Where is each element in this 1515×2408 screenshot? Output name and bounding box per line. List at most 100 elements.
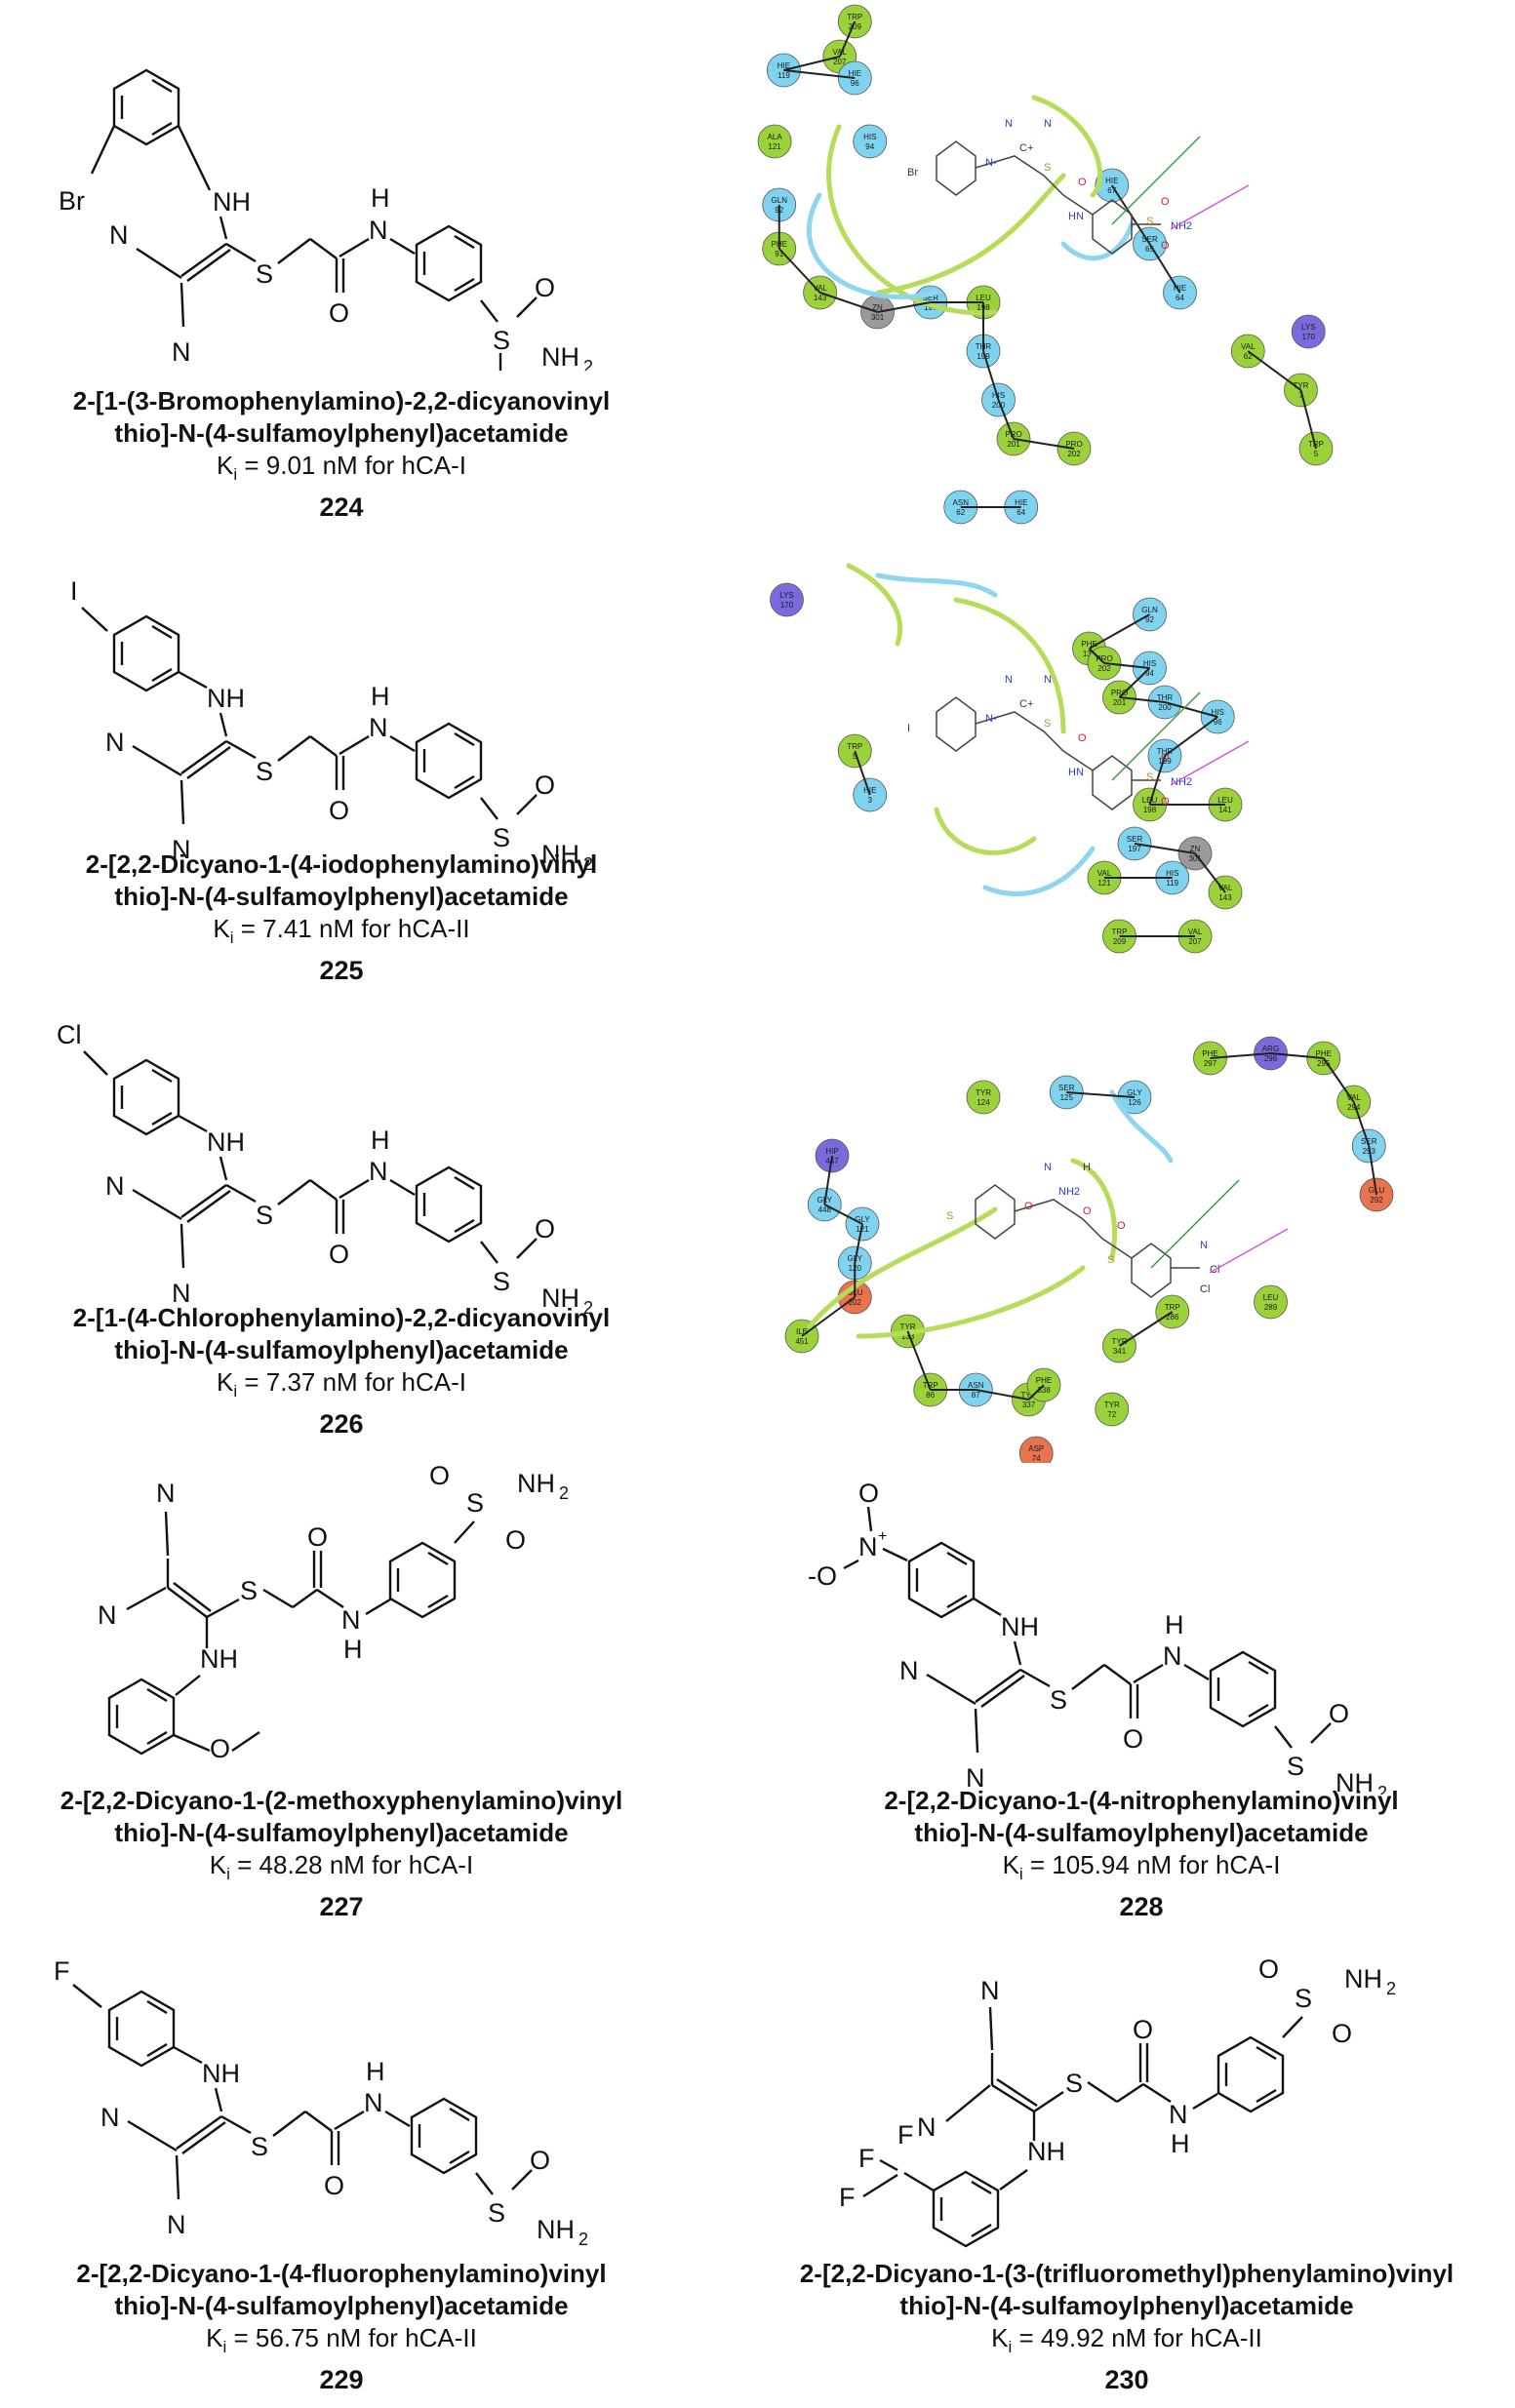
residue-number: 292 xyxy=(1370,1196,1383,1204)
ligand-atom-label: S xyxy=(1107,1254,1114,1266)
residue-name: TYR xyxy=(900,1322,916,1331)
backbone-link xyxy=(1299,389,1317,450)
svg-text:N: N xyxy=(156,1479,176,1508)
backbone-link xyxy=(997,399,1015,440)
pocket-outline xyxy=(826,95,1102,316)
compound-name: 2-[2,2-Dicyano-1-(4-nitrophenylamino)vin… xyxy=(884,1786,1399,1815)
compound-panel-227: N N S O N H S NH 2 O O NH O 2-[2,2-Dicya… xyxy=(0,1463,683,1941)
backbone-link xyxy=(1066,1091,1136,1098)
svg-text:O: O xyxy=(530,2146,550,2175)
ligand-atom-label: O xyxy=(1161,752,1170,764)
residue-number: 201 xyxy=(1113,698,1127,707)
residue-name: PRO xyxy=(1005,430,1021,439)
backbone-link xyxy=(1194,852,1226,893)
residue-number: 297 xyxy=(1204,1059,1217,1068)
residue-name: GLY xyxy=(855,1215,870,1224)
backbone-link xyxy=(1119,696,1166,703)
residue-number: 200 xyxy=(1158,703,1172,712)
ligand-chain xyxy=(1014,1199,1133,1259)
svg-text:N: N xyxy=(172,835,191,864)
ligand-ring xyxy=(1131,1243,1172,1298)
residue-number: 301 xyxy=(1188,854,1202,863)
residue-number: 199 xyxy=(1158,757,1172,766)
residue-name: VAL xyxy=(1241,342,1256,351)
ligand-atom-label: N- xyxy=(985,713,997,725)
svg-text:N: N xyxy=(369,1157,388,1186)
svg-text:S: S xyxy=(1050,1685,1067,1715)
residue-name: LYS xyxy=(1301,323,1316,332)
residue-name: LEU xyxy=(976,294,991,302)
residue-name: ASN xyxy=(953,498,970,507)
backbone-link xyxy=(823,1204,863,1225)
svg-text:2: 2 xyxy=(583,1298,593,1318)
structure-227: N N S O N H S NH 2 O O NH O xyxy=(98,1463,569,1763)
ligand-ring xyxy=(1092,199,1133,255)
backbone-link xyxy=(1103,662,1150,669)
svg-text:F: F xyxy=(858,2144,875,2173)
svg-text:H: H xyxy=(371,1125,390,1155)
residue-number: 286 xyxy=(1166,1313,1179,1322)
svg-text:NH: NH xyxy=(207,684,245,713)
structure-229: F NH N N S O H N S O NH 2 xyxy=(54,1956,588,2249)
compound-name: thio]-N-(4-sulfamoylphenyl)acetamide xyxy=(114,1818,569,1847)
svg-text:NH: NH xyxy=(1027,2137,1065,2166)
ligand-atom-label: O xyxy=(1161,796,1170,808)
residue-name: THR xyxy=(1157,747,1174,756)
svg-text:NH: NH xyxy=(200,1644,238,1674)
ligand-atom-label: S xyxy=(1146,216,1153,227)
backbone-link xyxy=(1164,701,1218,718)
residue-number: 296 xyxy=(1264,1054,1278,1063)
svg-text:O: O xyxy=(1123,1724,1143,1754)
residue-name: PRO xyxy=(1065,440,1082,449)
residue-name: TRP xyxy=(1112,928,1128,936)
residue-name: LEU xyxy=(1263,1293,1279,1302)
backbone-link xyxy=(1247,350,1302,391)
residue-number: 295 xyxy=(1317,1059,1331,1068)
svg-text:S: S xyxy=(240,1576,258,1605)
hbond-interaction xyxy=(1209,1228,1289,1274)
residue-number: 96 xyxy=(1214,718,1222,727)
residue-name: VAL xyxy=(813,284,827,293)
residue-number: 294 xyxy=(1347,1103,1361,1112)
svg-text:NH: NH xyxy=(213,187,251,217)
residue-number: 209 xyxy=(849,22,862,31)
ligand: NHSONH2OOSClNCl xyxy=(946,1162,1219,1298)
backbone-link xyxy=(1088,648,1105,664)
svg-text:O: O xyxy=(429,1463,450,1490)
backbone-link xyxy=(1210,1052,1271,1059)
compound-name: 2-[2,2-Dicyano-1-(4-fluorophenylamino)vi… xyxy=(76,2259,607,2288)
residue-number: 121 xyxy=(856,1225,869,1234)
ki-value: Ki = 9.01 nM for hCA-I xyxy=(217,451,466,485)
residue-name: TRP xyxy=(847,13,862,21)
caption-225: 2-[2,2-Dicyano-1-(4-iodophenylamino)viny… xyxy=(0,849,683,987)
svg-text:N: N xyxy=(109,220,129,250)
ligand-atom-label: Cl xyxy=(1200,1283,1210,1295)
svg-text:O: O xyxy=(535,1214,555,1243)
residue-number: 94 xyxy=(865,142,874,151)
caption-227: 2-[2,2-Dicyano-1-(2-methoxyphenylamino)v… xyxy=(0,1785,683,1923)
svg-text:N: N xyxy=(369,216,388,245)
residue-group: LYS170TRP5HIE3GLN92PHE131PRO202HIS94PRO2… xyxy=(770,582,1243,954)
residue-name: VAL xyxy=(1097,869,1112,878)
backbone-link xyxy=(1118,667,1151,698)
compound-panel-230: N N S O N H S NH 2 O O NH F F F 2- xyxy=(741,1941,1512,2408)
residue-name: TRP xyxy=(1308,440,1324,449)
residue-number: 143 xyxy=(1218,893,1232,902)
svg-text:N: N xyxy=(172,337,191,367)
ki-value: Ki = 105.94 nM for hCA-I xyxy=(1002,1850,1281,1884)
svg-text:O: O xyxy=(535,273,555,302)
pocket-outline xyxy=(846,563,1066,855)
ligand-atom-label: N- xyxy=(985,157,997,169)
backbone-link xyxy=(801,1296,856,1337)
residue-number: 125 xyxy=(1060,1093,1074,1102)
ligand-atom-label: NH2 xyxy=(1171,776,1192,788)
ligand-atom-label: N xyxy=(1044,118,1052,130)
atom-label-br: Br xyxy=(59,186,85,216)
residue-number: 202 xyxy=(1097,664,1111,673)
residue-name: VAL xyxy=(1188,928,1203,936)
residue-number: 119 xyxy=(1166,879,1178,888)
svg-text:O: O xyxy=(505,1525,526,1555)
residue-number: 67 xyxy=(1107,186,1116,195)
residue-name: THR xyxy=(1157,693,1174,702)
